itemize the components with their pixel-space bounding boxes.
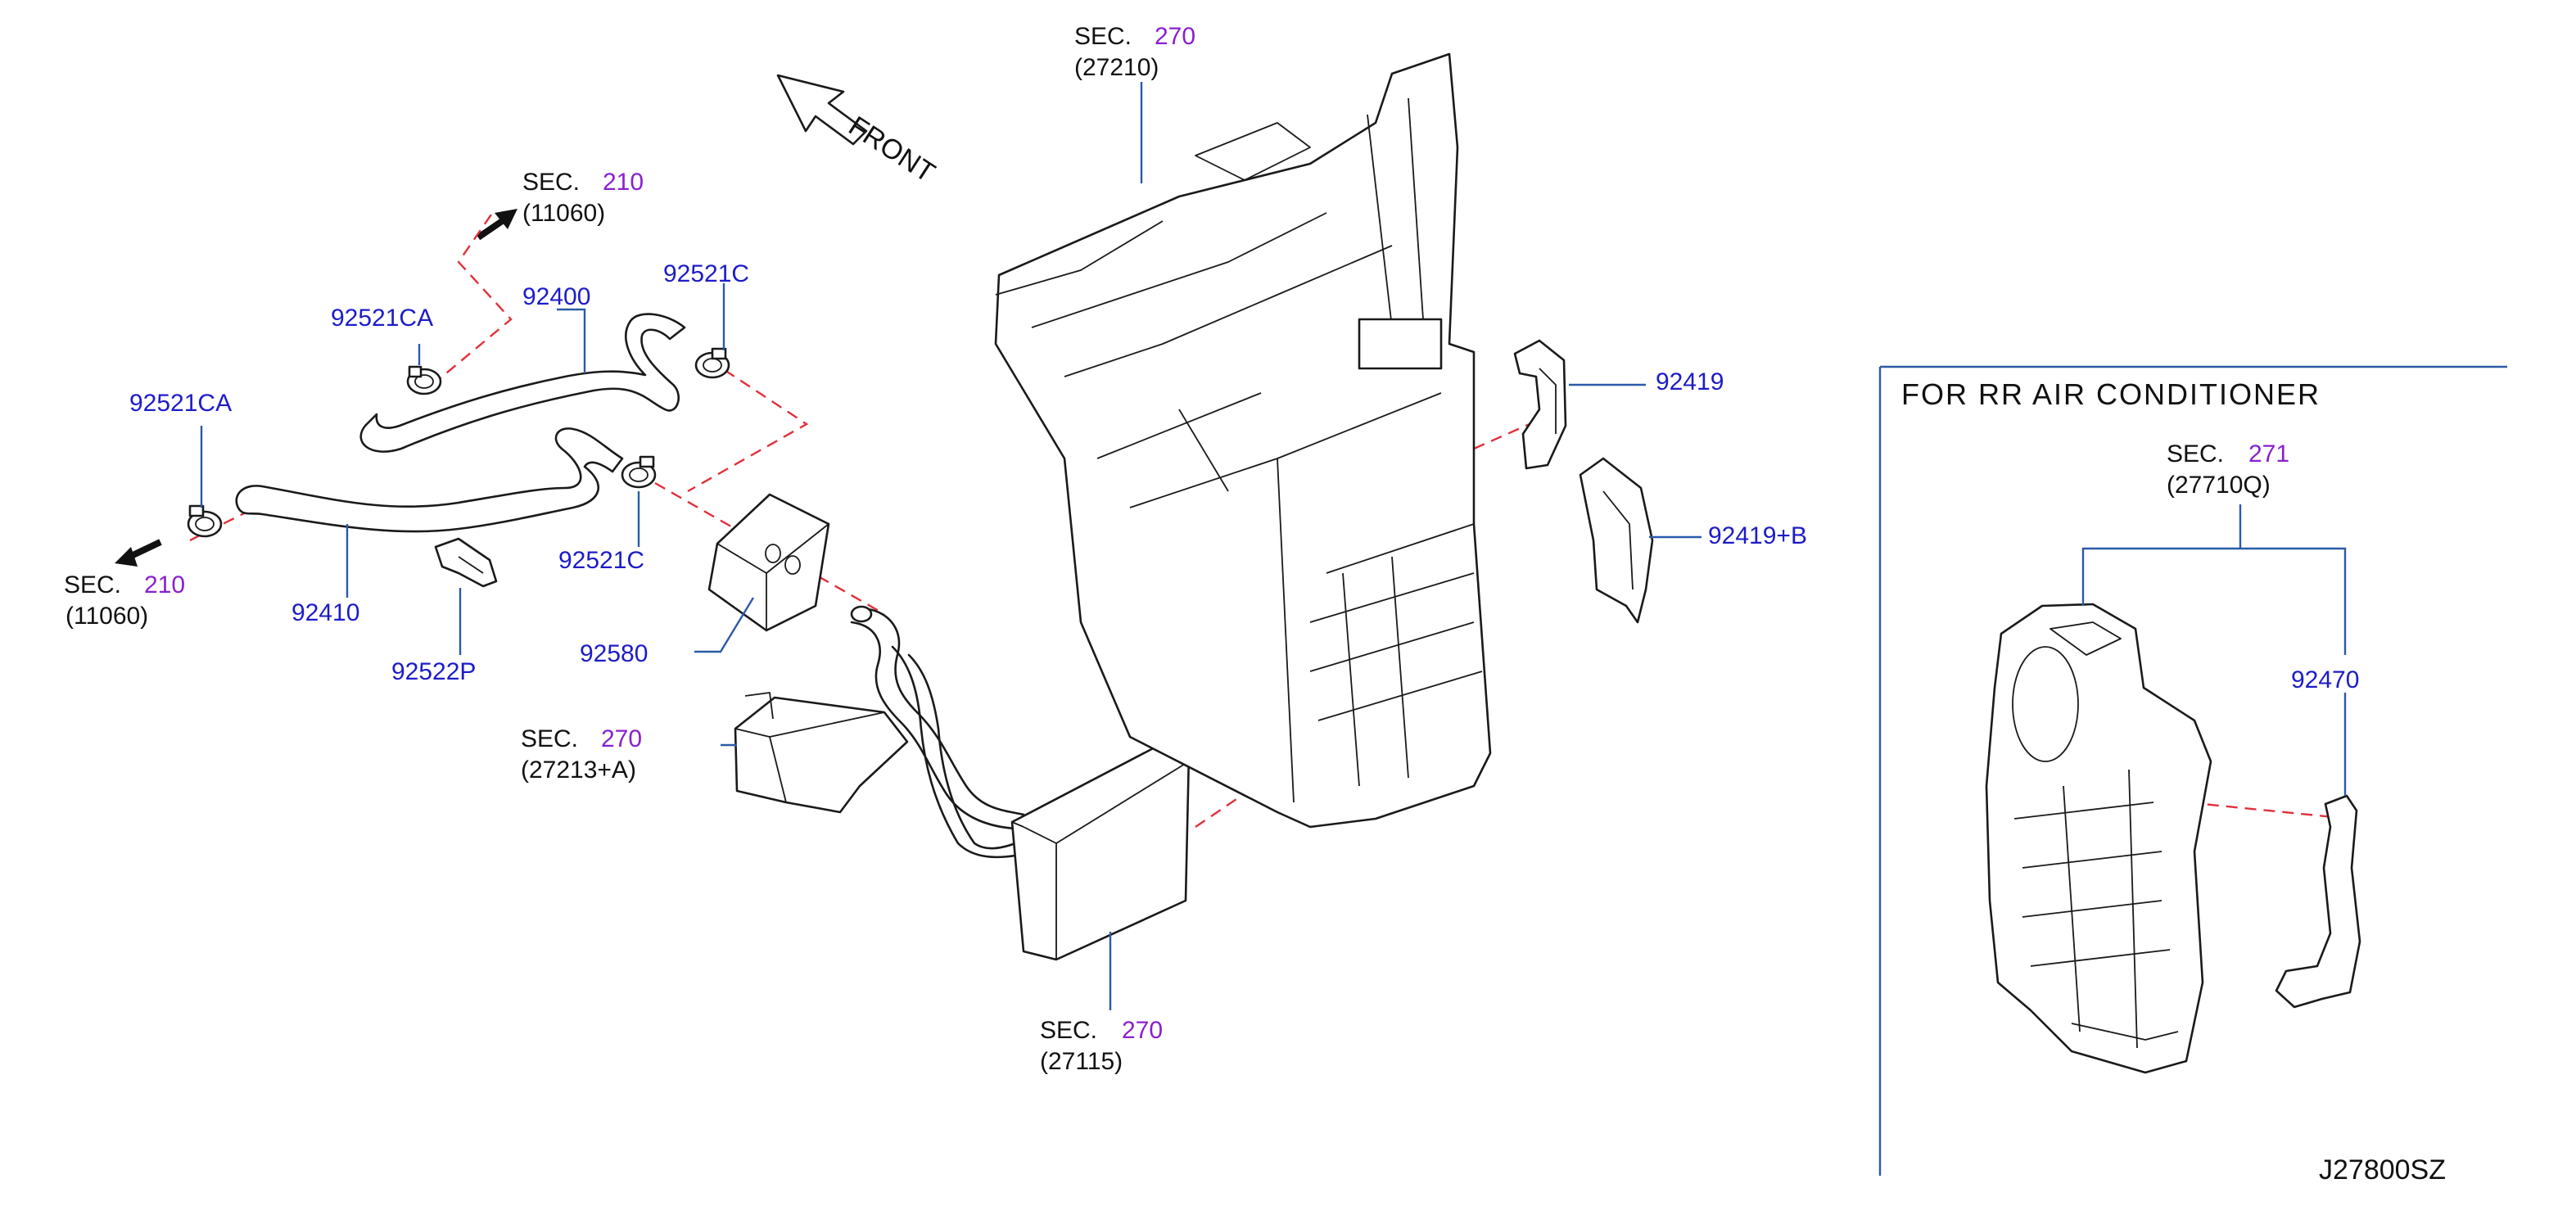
arrow-to-engine-left-icon — [115, 539, 162, 567]
label-92521CA-top: 92521CA — [331, 305, 433, 332]
label-92400: 92400 — [522, 283, 590, 310]
label-92522P: 92522P — [391, 658, 476, 685]
section-number: 210 — [144, 571, 185, 598]
label-92521C-top: 92521C — [663, 260, 749, 287]
section-code: (27710Q) — [2167, 472, 2271, 499]
section-ref-rr: SEC. 271 (27710Q) — [2167, 440, 2289, 499]
section-prefix: SEC. — [2167, 440, 2224, 467]
section-ref-top-left: SEC. 210 (11060) — [522, 169, 644, 227]
section-ref-top: SEC. 270 (27210) — [1074, 23, 1195, 81]
section-prefix: SEC. — [522, 169, 580, 196]
section-code: (27210) — [1074, 54, 1159, 81]
leader-lines — [200, 82, 1702, 1010]
label-92521C-mid: 92521C — [558, 547, 644, 574]
cover-27213-icon[interactable] — [734, 692, 909, 814]
section-number: 270 — [1122, 1017, 1163, 1044]
heater-unit-27210[interactable] — [994, 52, 1492, 829]
label-92419: 92419 — [1656, 368, 1724, 395]
section-ref-cover: SEC. 270 (27213+A) — [521, 725, 642, 784]
clamp-92521CA-top-icon[interactable] — [406, 365, 442, 395]
heater-core-27115[interactable] — [1010, 743, 1191, 961]
section-prefix: SEC. — [1074, 23, 1132, 50]
section-number: 270 — [1155, 23, 1195, 50]
section-number: 271 — [2248, 440, 2289, 467]
label-92419B: 92419+B — [1708, 522, 1807, 549]
inset-title: FOR RR AIR CONDITIONER — [1901, 377, 2321, 411]
section-code: (27115) — [1040, 1048, 1123, 1075]
front-label: FRONT — [843, 111, 941, 189]
inset-leader-lines — [2081, 504, 2347, 796]
bracket-92419B-icon[interactable] — [1579, 457, 1654, 624]
clamp-92521C-top-icon[interactable] — [694, 347, 730, 379]
rear-ac-unit-27710Q[interactable] — [1985, 603, 2212, 1074]
section-number: 270 — [601, 725, 642, 752]
heater-core-pipes — [850, 605, 1025, 859]
section-code: (27213+A) — [521, 757, 636, 784]
clamp-92521C-mid-icon[interactable] — [621, 455, 657, 489]
section-prefix: SEC. — [1040, 1017, 1097, 1044]
inset-frame — [1878, 365, 2507, 1176]
label-92410: 92410 — [291, 599, 359, 626]
bracket-92419-icon[interactable] — [1513, 339, 1567, 470]
duct-92470-icon[interactable] — [2275, 794, 2361, 1009]
section-code: (11060) — [66, 603, 148, 630]
arrow-to-engine-top-icon — [476, 209, 517, 241]
section-code: (11060) — [522, 200, 605, 227]
hose-92410[interactable] — [235, 427, 624, 533]
hose-92400[interactable] — [359, 313, 686, 453]
front-arrow-icon — [776, 74, 868, 146]
label-92470: 92470 — [2291, 666, 2359, 693]
grommet-92580-icon[interactable] — [707, 493, 830, 632]
section-prefix: SEC. — [521, 725, 578, 752]
clip-92522P-icon[interactable] — [434, 537, 498, 588]
clamp-92521CA-left-icon[interactable] — [187, 504, 223, 538]
section-number: 210 — [603, 169, 644, 196]
diagram-code: J27800SZ — [2319, 1154, 2446, 1186]
label-92580: 92580 — [580, 640, 648, 667]
section-ref-core: SEC. 270 (27115) — [1040, 1017, 1163, 1075]
label-92521CA-left: 92521CA — [129, 390, 232, 417]
section-ref-left: SEC. 210 (11060) — [64, 571, 185, 630]
section-prefix: SEC. — [64, 571, 121, 598]
